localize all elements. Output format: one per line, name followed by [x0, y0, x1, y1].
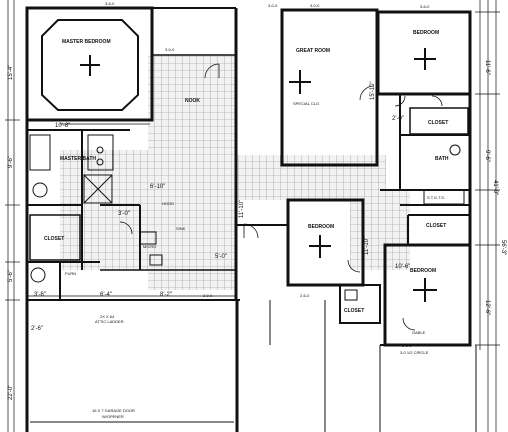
dim-great-height: 15'-10" [370, 81, 376, 100]
dim-small-d: 5'-0" [215, 254, 227, 260]
dim-left-total: 15'-4" [8, 65, 14, 80]
garage-opener-label: W/OPENER [102, 414, 124, 419]
tiled-floor [60, 55, 410, 290]
room-label-bath-right: BATH [435, 156, 449, 162]
callout-nook: 3-0-0 [165, 47, 175, 52]
ceiling-fixtures [80, 48, 437, 302]
master-bedroom-ceiling [41, 19, 139, 111]
room-label-bedroom-center: BEDROOM [308, 224, 334, 230]
attic-ladder-label: 2X X 64 [100, 314, 115, 319]
room-label-nook: NOOK [185, 98, 200, 104]
room-label-closet-top-right: CLOSET [428, 120, 448, 126]
dimension-labels: 6'-10" 6'-4" 8'-2" 10'-8" 11'-10" 15'-4"… [8, 1, 506, 400]
dim-hall-width-2: 8'-2" [160, 292, 172, 298]
dim-small-c: 3'-0" [118, 211, 130, 217]
callout-top-4: 3-6-0 [420, 4, 430, 9]
callout-hall: 3-0-0 [203, 293, 213, 298]
door-swings [119, 63, 443, 331]
dim-bed-center-height: 11'-10" [239, 200, 245, 218]
room-labels: MASTER BEDROOM NOOK GREAT ROOM SPECIAL C… [44, 30, 449, 419]
dim-small-f: 10'-6" [395, 264, 410, 270]
dim-left-low: 5'-6" [8, 270, 14, 282]
room-label-bedroom-top: BEDROOM [413, 30, 439, 36]
dim-master-bath-width: 10'-8" [55, 123, 70, 129]
dimension-lines [5, 0, 500, 432]
fixture-label-tub: S.T.G.T.S. [427, 195, 445, 200]
room-label-furn: FURN [65, 271, 76, 276]
room-label-closet-right-mid: CLOSET [426, 223, 446, 229]
room-label-master-bedroom: MASTER BEDROOM [62, 39, 111, 45]
dim-left-garage: 22'-0" [8, 385, 14, 400]
dim-left-mid: 9'-6" [8, 156, 14, 168]
dim-right-overall: 56'-3" [500, 240, 506, 255]
fixtures [29, 134, 465, 301]
callout-top-3: 3-6-0 [105, 1, 115, 6]
room-label-great-room: GREAT ROOM [296, 48, 330, 54]
attic-ladder-label-2: ATTIC LADDER [95, 319, 124, 324]
fixture-label-micro: MICRO [143, 244, 156, 249]
room-label-master-closet: CLOSET [44, 236, 64, 242]
ceiling-note-label: 3-0 1/2 CIRCLE [400, 350, 429, 355]
dim-right-top: 11'-6" [484, 60, 490, 75]
dim-hall-width: 6'-4" [100, 292, 112, 298]
callout-top-2: 3-0-0 [310, 3, 320, 8]
room-label-master-bath: MASTER BATH [60, 156, 96, 162]
walls [25, 6, 477, 432]
room-label-bedroom-bottom-right: BEDROOM [410, 268, 436, 274]
dim-nook-width: 6'-10" [150, 184, 165, 190]
dim-right-mid: 9'-6" [484, 150, 490, 162]
dim-small-b: 2'-6" [31, 326, 43, 332]
garage-door-label: 16 X 7 GARAGE DOOR [92, 408, 135, 413]
fixture-label-hood: HOOD [162, 201, 174, 206]
room-label-closet-center: CLOSET [344, 308, 364, 314]
dim-small-e: 2'-0" [392, 116, 404, 122]
dim-right-total: 41'-0" [492, 180, 498, 195]
callout-bed-center: 2-6-0 [300, 293, 310, 298]
callout-bottom-right: 3-6-0 [402, 343, 412, 348]
dim-small-a: 3'-6" [34, 292, 46, 298]
room-label-special-ceiling: SPECIAL CLG [293, 101, 319, 106]
gable-label: GABLE [412, 330, 426, 335]
dim-right-room-width: 11'-10" [364, 237, 370, 255]
fixture-label-sink: SINK [176, 226, 186, 231]
callout-top-1: 3-0-0 [268, 3, 278, 8]
dim-right-low: 12'-6" [484, 300, 490, 315]
